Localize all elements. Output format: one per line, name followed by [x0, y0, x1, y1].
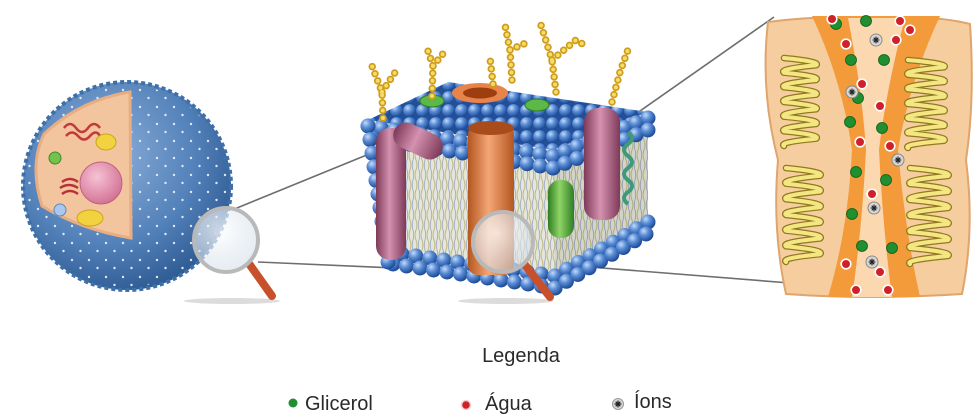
glycerol-molecule — [877, 123, 888, 134]
glycerol-molecule — [845, 117, 856, 128]
water-molecule — [867, 189, 877, 199]
lipid-head — [426, 263, 441, 278]
magnifier-shadow — [458, 298, 554, 304]
legend-item-water: Água — [462, 392, 533, 415]
lipid-head — [533, 158, 548, 173]
glycerol-molecule — [879, 55, 890, 66]
water-dot-icon — [462, 401, 471, 410]
water-molecule — [851, 285, 861, 295]
transmembrane-protein — [584, 108, 620, 220]
glycan-chain — [433, 50, 446, 66]
water-molecule — [895, 16, 905, 26]
lipid-head — [639, 227, 654, 242]
water-molecule — [875, 267, 885, 277]
water-molecule — [841, 259, 851, 269]
lipid-head — [507, 275, 522, 290]
lipid-head — [440, 265, 455, 280]
magnifier-shadow — [184, 298, 280, 304]
lipid-head — [520, 156, 535, 171]
glycerol-molecule — [851, 167, 862, 178]
water-molecule — [885, 141, 895, 151]
transmembrane-protein — [548, 180, 574, 238]
magnifier-lens — [473, 212, 533, 272]
chloroplast-organelle — [49, 152, 61, 164]
lipid-head — [363, 132, 378, 147]
water-molecule — [841, 39, 851, 49]
legend-item-label: Água — [485, 392, 533, 415]
mitochondrion — [77, 210, 103, 226]
lipid-head — [442, 143, 457, 158]
glycerol-dot-icon — [289, 399, 298, 408]
vacuole-organelle — [54, 204, 66, 216]
glycerol-molecule — [861, 16, 872, 27]
channel-protein-opening — [468, 121, 514, 135]
magnifier-cell — [194, 208, 272, 296]
lipid-head — [455, 146, 470, 161]
channel-zoom-panel — [766, 14, 972, 297]
water-molecule — [875, 101, 885, 111]
zoom-line — [232, 152, 374, 210]
water-molecule — [827, 14, 837, 24]
water-molecule — [857, 79, 867, 89]
water-molecule — [905, 25, 915, 35]
glycerol-molecule — [857, 241, 868, 252]
lipid-head — [453, 267, 468, 282]
legend: Legenda Glicerol Água Íons — [289, 345, 672, 415]
glycerol-molecule — [881, 175, 892, 186]
water-molecule — [883, 285, 893, 295]
nucleus — [80, 162, 122, 204]
lipid-head — [361, 119, 376, 134]
water-molecule — [891, 35, 901, 45]
legend-title: Legenda — [482, 345, 561, 367]
glycerol-molecule — [846, 55, 857, 66]
magnifier-handle — [250, 265, 272, 296]
lipid-head — [641, 123, 656, 138]
peripheral-protein — [525, 99, 549, 111]
magnifier-lens — [194, 208, 258, 272]
glycerol-molecule — [847, 209, 858, 220]
mitochondrion — [96, 134, 116, 150]
glycerol-molecule — [887, 243, 898, 254]
lipid-head — [413, 261, 428, 276]
channel-protein-top-pore — [463, 88, 497, 99]
legend-item-label: Íons — [634, 390, 672, 413]
legend-item-glycerol: Glicerol — [289, 393, 373, 415]
legend-item-label: Glicerol — [305, 393, 373, 415]
transmembrane-protein — [376, 128, 406, 260]
lipid-head — [399, 259, 414, 274]
glycan-chain-highlight — [612, 44, 630, 102]
zoom-line — [258, 262, 395, 268]
legend-item-ions: Íons — [613, 390, 672, 413]
water-molecule — [855, 137, 865, 147]
